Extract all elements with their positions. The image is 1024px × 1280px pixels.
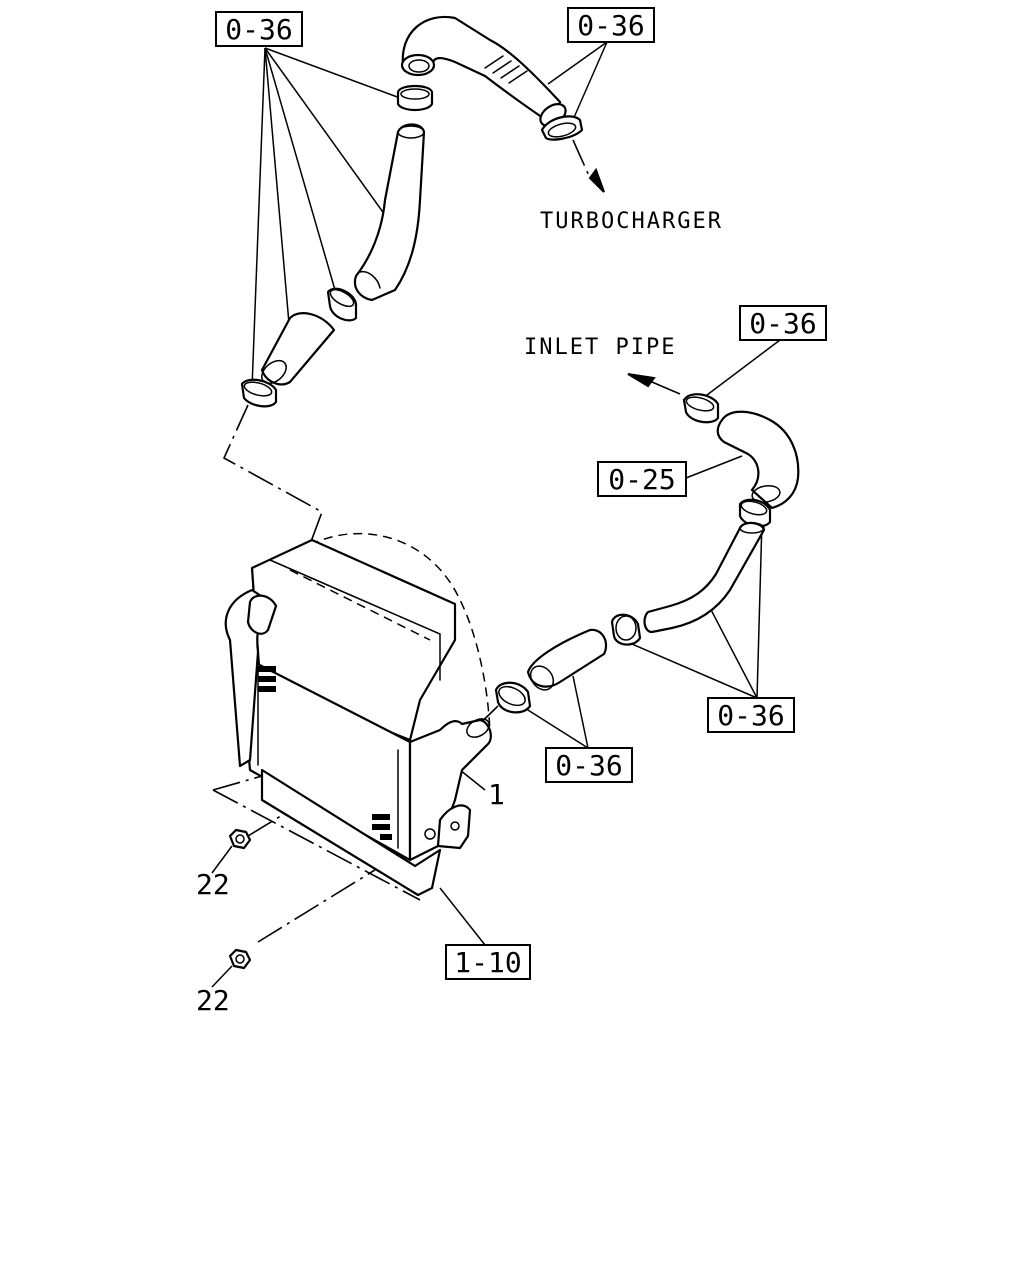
turbo-hose (401, 15, 562, 126)
callout-right-clamps[interactable]: 0-36 (707, 697, 795, 733)
callout-bracket[interactable]: 1-10 (445, 944, 531, 980)
hose-middle (526, 628, 608, 688)
svg-text:0-36: 0-36 (555, 749, 622, 782)
turbocharger-arrow (588, 167, 605, 193)
bottom-tank (260, 768, 442, 897)
steel-pipe-upper (353, 123, 426, 302)
assembly-centerlines (212, 139, 757, 943)
nut-upper (228, 828, 252, 850)
intercooler-core (224, 532, 492, 897)
label-core-1[interactable]: 1 (488, 778, 505, 811)
svg-text:1-10: 1-10 (454, 946, 521, 979)
lower-rubber-hose (260, 312, 336, 386)
svg-text:0-25: 0-25 (608, 463, 675, 496)
nuts (228, 828, 252, 970)
upper-hose-assembly (240, 15, 584, 408)
clamp-turbo-a (540, 115, 584, 141)
callout-top-left[interactable]: 0-36 (215, 11, 303, 47)
leader-lines (211, 41, 781, 988)
callout-inlet-clamp[interactable]: 0-36 (739, 305, 827, 341)
note-turbocharger: TURBOCHARGER (540, 209, 723, 234)
callout-top-right[interactable]: 0-36 (567, 7, 655, 43)
svg-text:0-36: 0-36 (717, 699, 784, 732)
label-nut-upper[interactable]: 22 (196, 868, 230, 901)
svg-text:0-36: 0-36 (577, 9, 644, 42)
steel-pipe-right (643, 521, 766, 634)
elbow-hose (716, 410, 800, 510)
svg-text:0-36: 0-36 (749, 307, 816, 340)
nut-lower (228, 948, 252, 970)
label-nut-lower[interactable]: 22 (196, 984, 230, 1017)
right-hose-assembly (494, 373, 800, 714)
mount-bracket (436, 804, 472, 850)
clamp-elbow (738, 498, 772, 528)
callout-middle-clamps[interactable]: 0-36 (545, 747, 633, 783)
right-tank (408, 718, 492, 862)
shroud-outline (309, 532, 491, 741)
svg-text:0-36: 0-36 (225, 13, 292, 46)
clamp-top (396, 84, 434, 112)
callout-elbow-hose[interactable]: 0-25 (597, 461, 687, 497)
note-inlet-pipe: INLET PIPE (524, 335, 676, 360)
